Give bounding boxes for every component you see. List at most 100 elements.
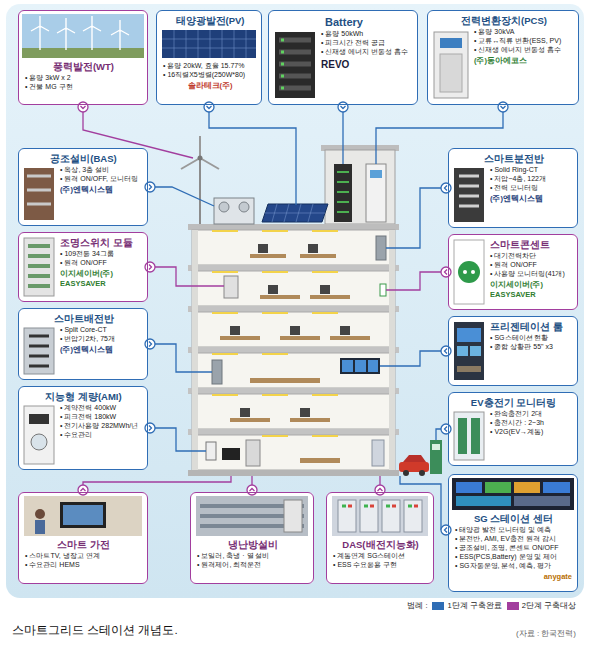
link-markers [441,525,451,535]
building [250,378,320,383]
spec-item: • 109전등 34그룹 [60,249,143,258]
link-markers [338,102,348,112]
building [188,265,399,271]
spec-item: • ESS 수요응용 구현 [333,560,428,569]
link-markers [78,102,508,535]
box-photos [332,496,428,536]
link-markers [145,423,155,433]
box-title: 공조설비(BAS) [24,153,143,165]
link-markers [81,489,86,492]
box-photos [22,14,144,58]
building [214,198,254,224]
building [219,202,229,212]
legend-heading: 범례 : [407,601,427,611]
building [192,230,198,470]
building [368,360,378,372]
spec-item: • 전기사용량 282MWh/년 [60,421,143,430]
spec-item: • 건물 MG 구현 [25,82,142,91]
component-box: 스마트콘센트• 대기전력차단• 원격 ON/OFF• 사용량 모니터링(41개)… [448,234,578,310]
legend-item: 2단계 구축대상 [507,601,576,611]
link-markers [441,424,451,434]
box-title: EV충전기 모니터링 [454,397,573,409]
building [334,164,352,222]
box-title: 냉난방설비 [197,539,308,551]
building [370,170,382,178]
link-markers [78,102,88,112]
building [212,360,222,384]
link-markers [145,339,155,349]
link-markers [149,426,152,431]
link-markers [204,102,214,112]
leader-lines [155,428,206,451]
building [222,448,240,460]
box-title: 프리젠테이션 룸 [490,321,573,333]
leader-lines [83,476,231,485]
company-logo: 솔라테크(주) [163,81,257,91]
box-photos [342,505,412,508]
box-photos [196,496,308,536]
box-photos [404,500,422,532]
box-fill [448,316,578,386]
component-box: 프리젠테이션 룸• SG스테이션 현황• 종합 상황판 55" x3 [448,316,578,386]
spec-item: • 태양광 발전 모니터링 및 예측 [455,525,572,534]
box-photos [24,406,54,464]
box-photos [63,505,103,525]
box-photos [279,40,311,88]
link-markers [145,339,155,349]
spec-item: • 분전반, AMI, EV충전 원격 감시 [455,534,572,543]
building [181,136,219,169]
leader-lines [155,344,212,372]
box-photos [31,16,129,50]
company-logo: (주)동아에코스 [474,56,574,66]
component-box: 냉난방설비• 보일러, 축냉 · 열 설비• 원격제어, 최적운전 [190,492,314,584]
building [206,442,216,460]
component-box: Battery• 용량 50kWh• 피크시간 전력 공급• 신재생 에너지 변… [268,10,418,105]
spec-item: • 신재생 에너지 변동성 흡수 [474,45,574,54]
link-markers [78,102,88,112]
box-photos [471,270,475,274]
building [389,230,395,470]
box-photos [454,240,484,304]
building [310,295,350,299]
leader-lines [155,267,224,286]
building [198,156,203,161]
box-photos [434,32,468,98]
spec-item: • 보일러, 축냉 · 열 설비 [197,551,308,560]
box-photos [162,30,256,58]
building [188,347,399,353]
company-logo: (주)엔텍시스템 [60,345,143,355]
spec-item: • 원격제어, 최적운전 [197,560,308,569]
box-photos [27,176,51,204]
link-markers [445,186,448,191]
legend-swatch [432,602,444,610]
link-markers [441,346,451,356]
building [290,418,330,422]
link-markers [247,485,257,495]
ev-car [399,462,429,472]
ev-car [419,470,425,476]
box-fill [18,492,148,584]
spec-item: • 신재생 에너지 변동성 흡수 [321,47,413,56]
spec-item: • ESS(PCS,Battery) 운영 및 제어 [455,552,572,561]
building [192,271,395,306]
box-title: 스마트배전반 [24,313,143,325]
component-box: 태양광발전(PV)• 용량 20kW, 효율 15.77%• 16직렬X5병렬(… [156,10,262,105]
spec-item: • 저압~4층, 122개 [490,174,573,183]
box-fill [18,308,148,380]
building [355,360,366,372]
link-markers [441,525,451,535]
box-photos [440,38,462,48]
building [188,388,399,394]
building [220,336,260,340]
link-markers [445,270,448,275]
building [188,429,399,435]
link-markers [441,267,451,277]
spec-item: • Split Core-CT [60,325,143,334]
box-photos [338,500,356,532]
spec-item: • 전력 모니터링 [490,183,573,192]
box-photos [458,418,467,454]
component-box: EV충전기 모니터링• 완속충전기 2대• 충전시간 : 2~3h• V2G(E… [448,392,578,466]
building [240,408,250,417]
spec-item: • 원격 ON/OFF [490,260,573,269]
